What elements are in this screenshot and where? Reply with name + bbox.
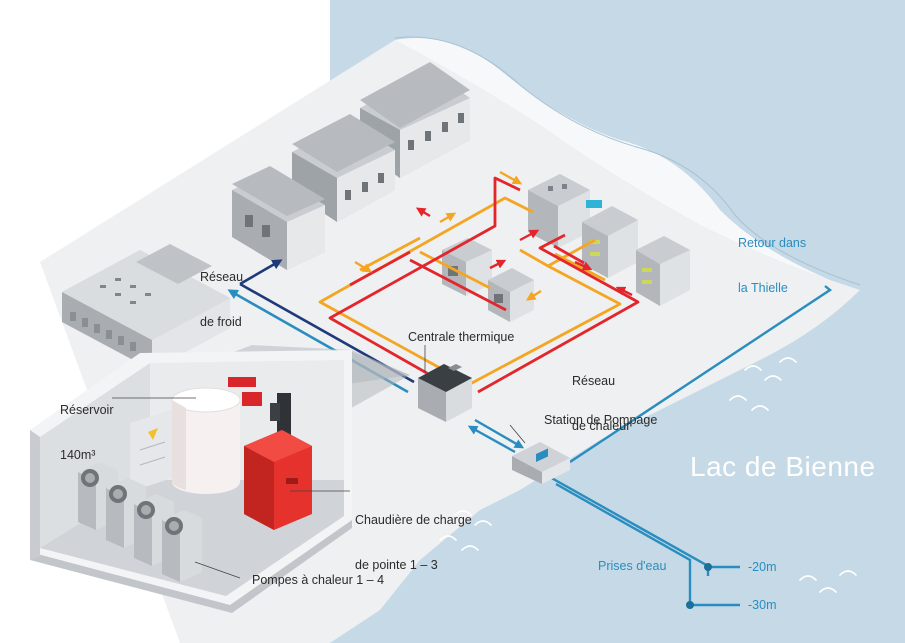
label-reseau-froid-line1: Réseau <box>200 270 244 284</box>
apartment-block-1 <box>528 174 602 248</box>
label-retour-thielle: Retour dans la Thielle <box>738 206 806 311</box>
label-reseau-froid: Réseau de froid <box>200 240 243 345</box>
heating-network-red <box>328 176 640 394</box>
apartment-block-3 <box>636 236 690 306</box>
label-leaders <box>112 345 526 579</box>
villa-2 <box>488 268 534 322</box>
label-reservoir-line1: Réservoir <box>60 403 114 417</box>
label-centrale-thermique: Centrale thermique <box>408 330 515 344</box>
label-pompes-chaleur: Pompes à chaleur 1 – 4 <box>252 573 385 587</box>
heat-pumps <box>78 462 202 582</box>
heating-arrows <box>354 170 633 301</box>
industrial-building <box>62 244 230 370</box>
intake-point-30m <box>686 601 694 609</box>
reservoir-tank <box>171 387 241 494</box>
apartment-block-2 <box>582 206 638 278</box>
label-chaudiere-line1: Chaudière de charge <box>355 513 472 527</box>
label-prises-eau: Prises d'eau <box>598 559 667 573</box>
label-chaudiere-line2: de pointe 1 – 3 <box>355 558 438 572</box>
label-reseau-froid-line2: de froid <box>200 315 242 329</box>
label-reservoir-line2: 140m³ <box>60 448 96 462</box>
label-retour-thielle-line2: la Thielle <box>738 281 788 295</box>
pumping-station <box>512 442 570 484</box>
intake-point-20m <box>704 563 712 571</box>
label-reseau-chaleur: Réseau de chaleur <box>572 344 630 449</box>
river-bank <box>395 38 860 290</box>
label-reseau-chaleur-line1: Réseau <box>572 374 616 388</box>
label-chaudiere: Chaudière de charge de pointe 1 – 3 <box>355 483 472 588</box>
label-reservoir: Réservoir 140m³ <box>60 373 114 478</box>
label-depth-20m: -20m <box>748 560 777 574</box>
lake-waves <box>439 357 857 593</box>
label-reseau-chaleur-line2: de chaleur <box>572 419 631 433</box>
thermal-plant <box>418 364 472 422</box>
river-edge <box>394 36 861 286</box>
label-depth-30m: -30m <box>748 598 777 612</box>
boiler <box>244 393 312 530</box>
label-lac-de-bienne: Lac de Bienne <box>690 451 876 482</box>
row-houses-left <box>232 166 325 270</box>
label-retour-thielle-line1: Retour dans <box>738 236 807 250</box>
label-station-pompage: Station de Pompage <box>544 413 658 427</box>
